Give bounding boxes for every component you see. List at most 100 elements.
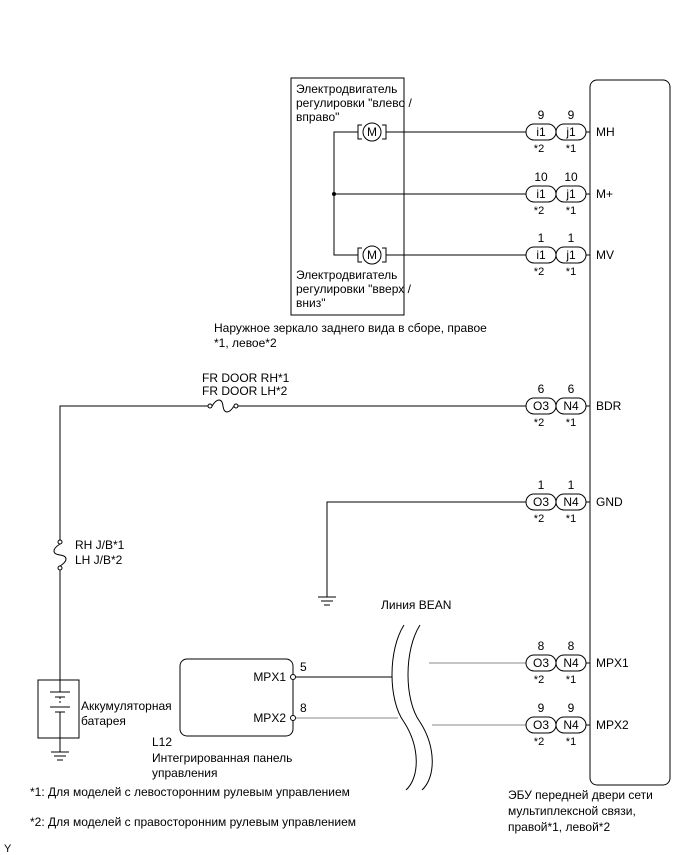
terminal-right-connector-6	[555, 716, 587, 734]
motor-lr-symbol: M	[357, 122, 387, 142]
terminal-right-pin-2: 1	[568, 231, 575, 245]
battery-box	[37, 679, 80, 739]
terminal-right-pin-6: 9	[568, 701, 575, 715]
motor-lr-letter: M	[367, 125, 377, 139]
terminal-right-connector-1	[555, 185, 587, 203]
terminal-left-note-5: *2	[534, 674, 544, 686]
terminal-left-note-4: *2	[534, 513, 544, 525]
terminal-right-note-0: *1	[566, 143, 576, 155]
terminal-right-pin-5: 8	[568, 639, 575, 653]
mirror-assembly-label-line-1: Наружное зеркало заднего вида в сборе, п…	[214, 321, 487, 335]
fuse-jb-label-line-2: LH J/B*2	[75, 553, 123, 567]
terminal-right-conn-label-5: N4	[563, 656, 579, 670]
battery-label-line-2: батарея	[81, 714, 126, 728]
fuse-door-label-line-1: FR DOOR RH*1	[202, 371, 290, 385]
terminal-right-note-1: *1	[566, 205, 576, 217]
panel-mpx2-pin-number: 8	[300, 701, 307, 715]
terminal-left-note-0: *2	[534, 143, 544, 155]
terminal-signal-4: GND	[596, 495, 623, 509]
bean-line-break-symbol	[391, 624, 433, 791]
fuse-jb-symbol	[53, 539, 67, 571]
ecu-name-line-3: правой*1, левой*2	[508, 820, 610, 834]
terminal-left-note-1: *2	[534, 205, 544, 217]
motor-lr-title-line-1: Электродвигатель	[296, 82, 397, 96]
terminal-left-pin-4: 1	[538, 478, 545, 492]
battery-label-line-1: Аккумуляторная	[81, 699, 172, 713]
terminal-left-note-3: *2	[534, 417, 544, 429]
motor-lr-title-line-2: регулировки "влево /	[296, 96, 412, 110]
terminal-signal-5: MPX1	[596, 656, 629, 670]
panel-name-line-2: управления	[152, 766, 217, 780]
terminal-right-connector-4	[555, 493, 587, 511]
terminal-signal-3: BDR	[596, 399, 622, 413]
terminal-left-pin-1: 10	[534, 170, 548, 184]
motor-ud-title-line-3: вниз"	[296, 296, 325, 310]
terminal-right-conn-label-1: j1	[565, 187, 576, 201]
panel-mpx1-pin-number: 5	[300, 660, 307, 674]
terminal-left-conn-label-2: i1	[536, 248, 546, 262]
terminal-signal-6: MPX2	[596, 718, 629, 732]
terminal-signal-1: M+	[596, 187, 613, 201]
battery-ground-icon	[51, 751, 69, 761]
terminal-right-conn-label-2: j1	[565, 248, 576, 262]
terminal-right-note-4: *1	[566, 513, 576, 525]
integrated-panel-box	[179, 658, 294, 737]
terminal-left-conn-label-0: i1	[536, 125, 546, 139]
fuse-door-label-line-2: FR DOOR LH*2	[202, 384, 288, 398]
terminal-left-pin-3: 6	[538, 382, 545, 396]
terminal-left-note-6: *2	[534, 736, 544, 748]
bean-line-label: Линия BEAN	[381, 598, 451, 612]
terminal-right-conn-label-3: N4	[563, 399, 579, 413]
terminal-right-pin-4: 1	[568, 478, 575, 492]
panel-mpx1-pin-dot	[290, 674, 296, 680]
panel-mpx2-label: MPX2	[253, 711, 286, 725]
terminal-right-pin-3: 6	[568, 382, 575, 396]
terminal-left-note-2: *2	[534, 266, 544, 278]
ecu-ground-icon	[318, 596, 336, 606]
motor-ud-title-line-2: регулировки "вверх /	[296, 282, 412, 296]
terminal-left-conn-label-5: O3	[533, 656, 549, 670]
motor-ud-symbol: M	[357, 245, 387, 265]
terminal-right-connector-3	[555, 397, 587, 415]
fuse-jb-label-line-1: RH J/B*1	[75, 538, 125, 552]
terminal-left-conn-label-4: O3	[533, 495, 549, 509]
terminal-right-note-5: *1	[566, 674, 576, 686]
terminal-left-pin-5: 8	[538, 639, 545, 653]
terminal-right-note-3: *1	[566, 417, 576, 429]
terminal-signal-2: MV	[596, 248, 614, 262]
terminal-right-note-6: *1	[566, 736, 576, 748]
terminal-right-connector-5	[555, 654, 587, 672]
mirror-assembly-label-line-2: *1, левое*2	[214, 336, 277, 350]
ecu-name-line-2: мультиплексной связи,	[508, 804, 636, 818]
terminal-signal-0: MH	[596, 125, 615, 139]
footnote-2: *2: Для моделей с правосторонним рулевым…	[30, 815, 356, 829]
ecu-name-line-1: ЭБУ передней двери сети	[508, 788, 653, 802]
motor-ud-letter: M	[367, 248, 377, 262]
terminal-right-conn-label-6: N4	[563, 718, 579, 732]
terminal-right-pin-1: 10	[564, 170, 578, 184]
terminal-left-conn-label-6: O3	[533, 718, 549, 732]
panel-name-line-1: Интегрированная панель	[152, 751, 292, 765]
terminal-right-conn-label-0: j1	[565, 125, 576, 139]
motor-lr-title-line-3: вправо"	[296, 110, 339, 124]
panel-code: L12	[152, 735, 172, 749]
terminal-right-connector-0	[555, 123, 587, 141]
footnote-1: *1: Для моделей с левосторонним рулевым …	[30, 785, 350, 799]
mirror-assembly-box	[290, 77, 405, 316]
motor-ud-title-line-1: Электродвигатель	[296, 268, 397, 282]
terminal-left-pin-0: 9	[538, 108, 545, 122]
fuse-door-symbol	[207, 399, 239, 413]
terminal-left-pin-6: 9	[538, 701, 545, 715]
terminal-right-pin-0: 9	[568, 108, 575, 122]
terminal-right-note-2: *1	[566, 266, 576, 278]
battery-symbol	[50, 680, 70, 738]
terminal-right-conn-label-4: N4	[563, 495, 579, 509]
terminal-left-conn-label-3: O3	[533, 399, 549, 413]
panel-mpx1-label: MPX1	[253, 670, 286, 684]
terminal-left-pin-2: 1	[538, 231, 545, 245]
terminal-left-conn-label-1: i1	[536, 187, 546, 201]
terminal-right-connector-2	[555, 246, 587, 264]
